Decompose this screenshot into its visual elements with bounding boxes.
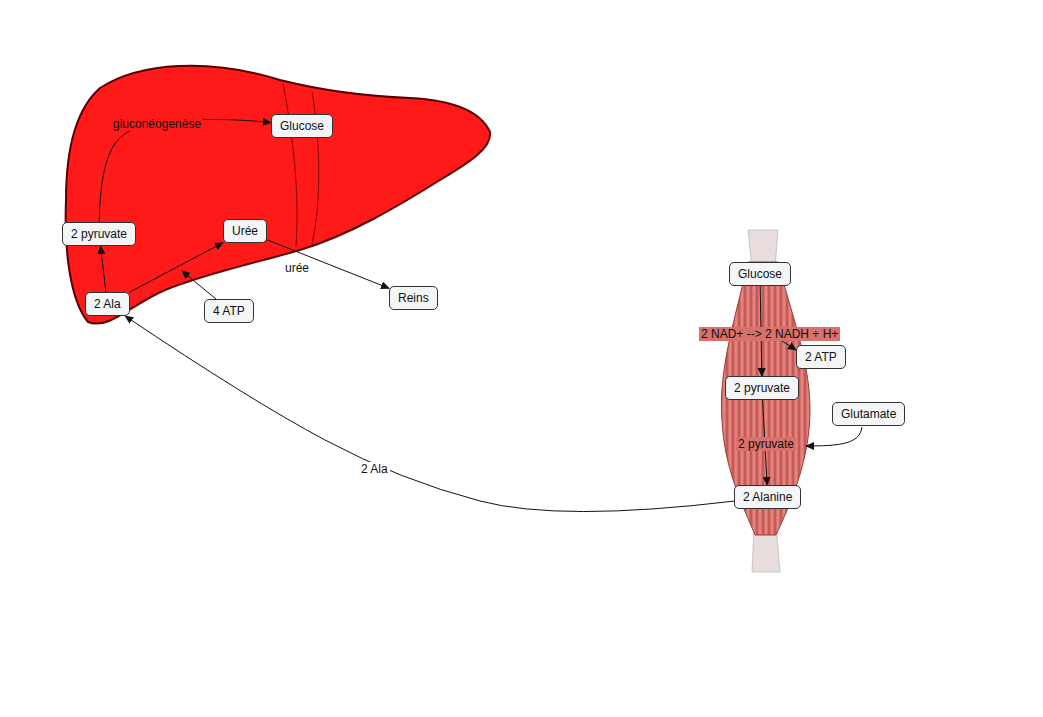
arrow-connector (130, 243, 223, 292)
process-box: 2 pyruvate (62, 222, 136, 246)
process-box: Glucose (729, 262, 791, 286)
node-text: Glutamate (841, 407, 896, 421)
process-box: 2 Alanine (734, 485, 801, 509)
leader-arrow (806, 427, 862, 446)
edge-label: 2 pyruvate (736, 437, 796, 451)
node-text: Glucose (280, 119, 324, 133)
process-box: Urée (223, 219, 267, 243)
process-box: Reins (389, 286, 438, 310)
muscle-outline (721, 262, 810, 535)
edge-label: gluconéogenèse (111, 117, 203, 131)
node-text: 4 ATP (213, 304, 245, 318)
note-label: 2 NAD+ --> 2 NADH + H+ (699, 327, 840, 341)
node-text: 2 pyruvate (734, 381, 790, 395)
arrow-connector (99, 119, 271, 222)
node-text: Reins (398, 291, 429, 305)
node-text: 2 Ala (94, 297, 121, 311)
process-box: 2 pyruvate (725, 376, 799, 400)
node-text: 2 Alanine (743, 490, 792, 504)
process-box: Glutamate (832, 402, 905, 426)
node-text: 2 ATP (805, 350, 837, 364)
arrow-connector (125, 316, 734, 512)
node-text: 2 pyruvate (71, 227, 127, 241)
arrow-connector (267, 240, 389, 288)
leader-arrow (182, 271, 216, 299)
process-box: 2 Ala (85, 292, 130, 316)
edge-label: 2 Ala (359, 462, 390, 476)
edge-label: urée (283, 261, 311, 275)
liver-groove (283, 84, 297, 246)
process-box: 2 ATP (796, 345, 846, 369)
node-text: Urée (232, 224, 258, 238)
liver-outline (66, 66, 490, 324)
process-box: 4 ATP (204, 299, 254, 323)
arrow-connector (101, 246, 106, 292)
node-text: Glucose (738, 267, 782, 281)
process-box: Glucose (271, 114, 333, 138)
leader-arrow (782, 341, 796, 350)
